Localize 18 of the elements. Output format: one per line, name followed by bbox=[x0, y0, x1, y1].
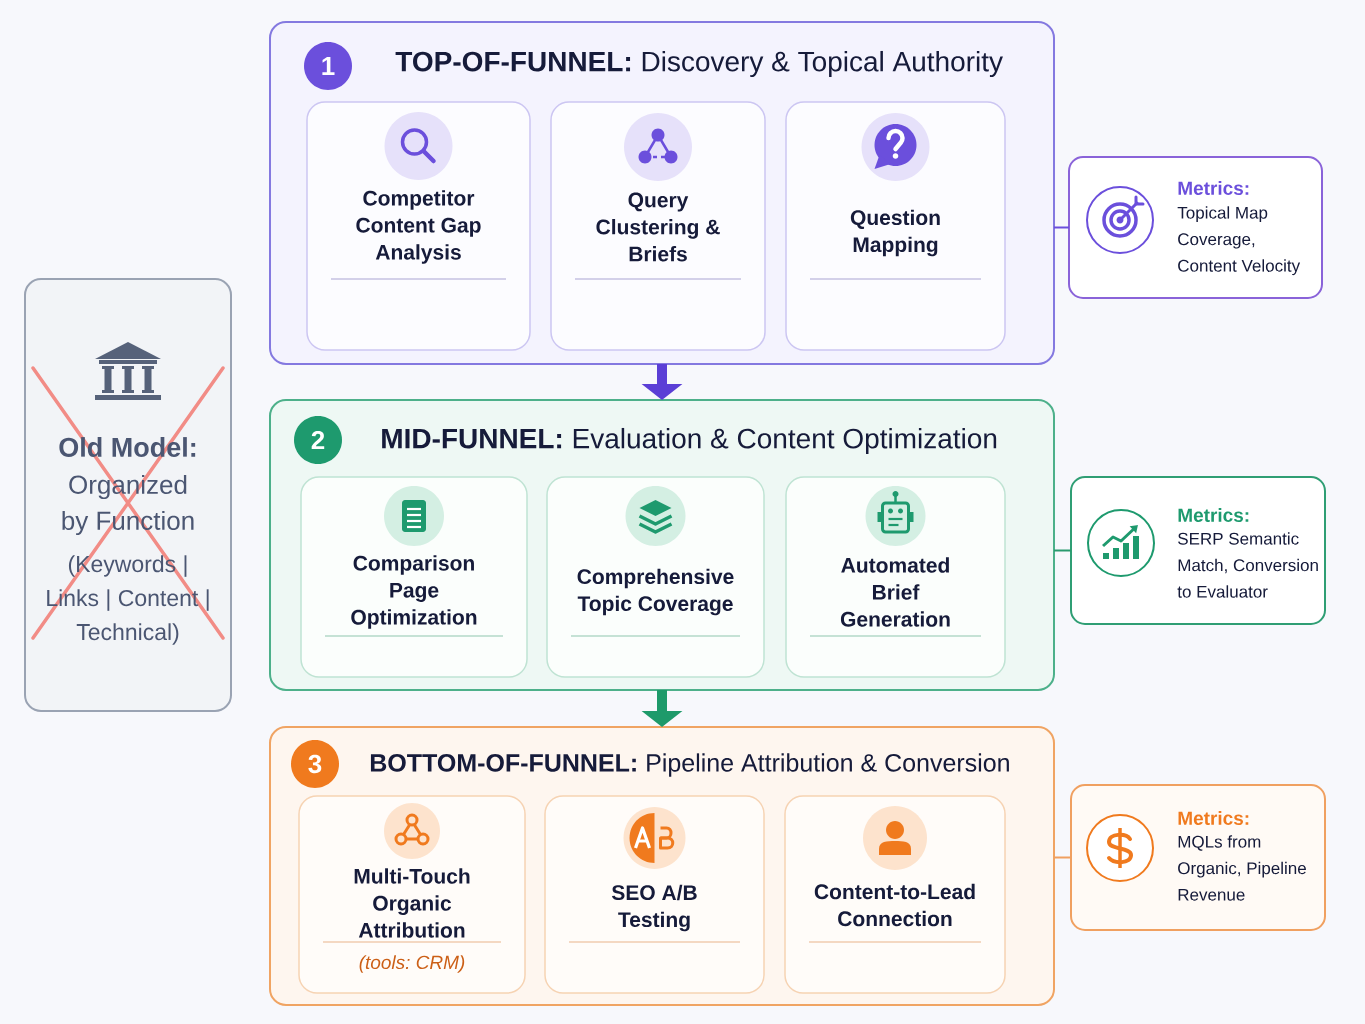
metrics-card: Metrics: Topical Map Coverage, Content Velocity bbox=[1068, 156, 1323, 299]
connector-line bbox=[1053, 226, 1070, 229]
step-card: SEO A/B Testing bbox=[544, 795, 765, 994]
step-card: Automated Brief Generation bbox=[785, 476, 1006, 678]
connector-line bbox=[1053, 856, 1072, 859]
step-card: Competitor Content Gap Analysis bbox=[306, 101, 531, 351]
step-card: Comprehensive Topic Coverage bbox=[546, 476, 765, 678]
number-badge: 3 bbox=[291, 740, 339, 788]
step-card: Comparison Page Optimization bbox=[300, 476, 528, 678]
step-card: Query Clustering & Briefs bbox=[550, 101, 766, 351]
number-badge: 2 bbox=[294, 416, 342, 464]
number-badge: 1 bbox=[304, 42, 352, 90]
metrics-card: Metrics: SERP Semantic Match, Conversion to Evaluator bbox=[1070, 476, 1326, 625]
step-card: Question Mapping bbox=[785, 101, 1006, 351]
step-card: Content-to-Lead Connection bbox=[784, 795, 1006, 994]
metrics-card: Metrics: MQLs from Organic, Pipeline Revenue bbox=[1070, 784, 1326, 931]
step-card: Multi-Touch Organic Attribution (tools: CRM) bbox=[298, 795, 526, 994]
connector-line bbox=[1053, 549, 1072, 552]
